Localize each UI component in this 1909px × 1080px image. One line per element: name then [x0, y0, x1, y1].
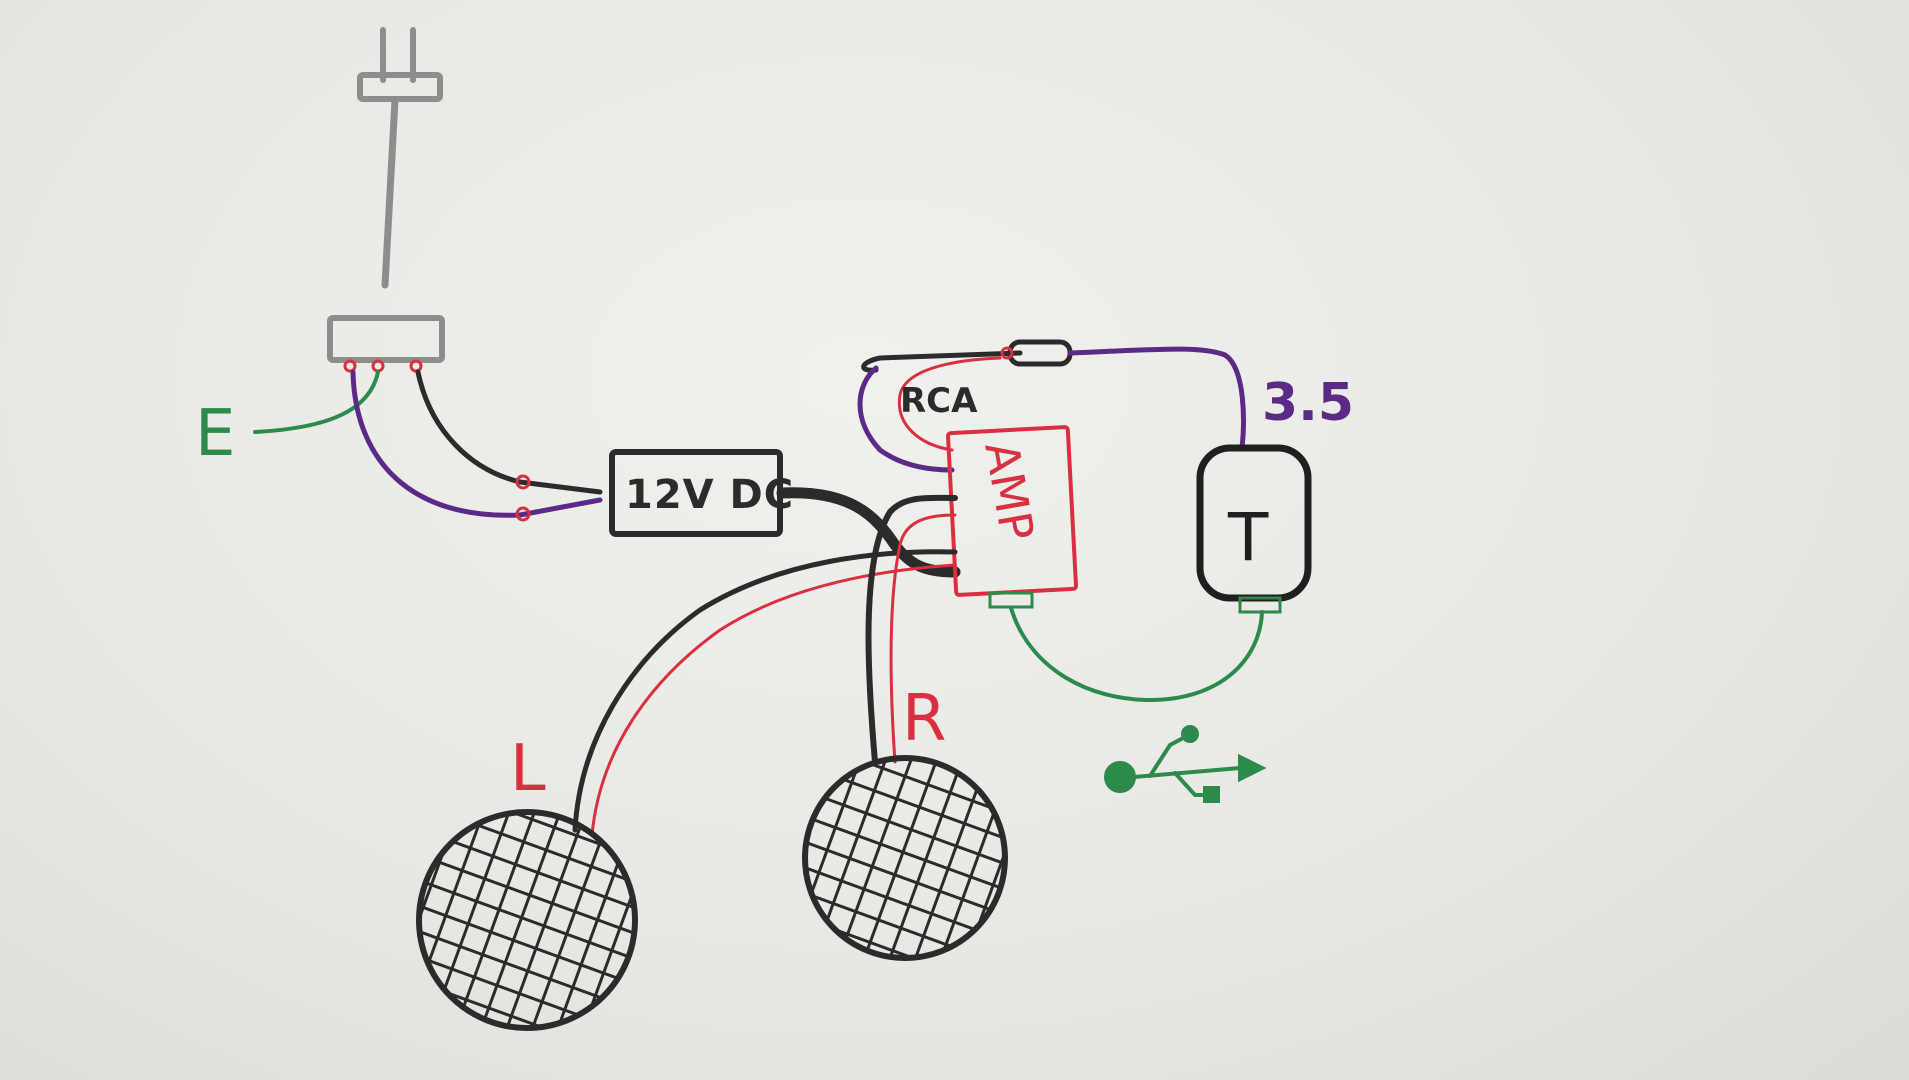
amp-label: AMP	[974, 438, 1044, 545]
mains-connector	[327, 315, 445, 373]
power-supply-label: 12V DC	[625, 472, 794, 518]
earth-label: E	[195, 397, 235, 471]
right-speaker-cable-black	[865, 494, 958, 765]
left-speaker-cable-red	[590, 563, 957, 837]
jack-plug	[1000, 339, 1073, 367]
speaker-left-icon	[416, 809, 638, 1031]
black-mains-wire	[415, 369, 603, 495]
left-speaker-cable-black	[572, 549, 958, 833]
dc-cable	[776, 487, 961, 578]
rca-cable-black	[861, 350, 1023, 373]
right-channel-label: R	[902, 682, 946, 756]
usb-icon	[1104, 725, 1267, 803]
rca-cable-purple	[857, 365, 955, 473]
transmitter-label: T	[1227, 499, 1269, 576]
plug-icon	[357, 27, 443, 289]
purple-mains-wire	[350, 369, 603, 518]
jack-label: 3.5	[1262, 373, 1354, 433]
rca-label: RCA	[900, 381, 978, 421]
earth-wire	[253, 370, 380, 434]
usb-cable	[1009, 606, 1264, 702]
right-speaker-cable-red	[889, 513, 957, 764]
jack-cable	[1067, 346, 1246, 451]
speaker-right-icon	[802, 755, 1008, 961]
left-channel-label: L	[510, 732, 546, 806]
rca-cable-red	[897, 356, 1002, 452]
